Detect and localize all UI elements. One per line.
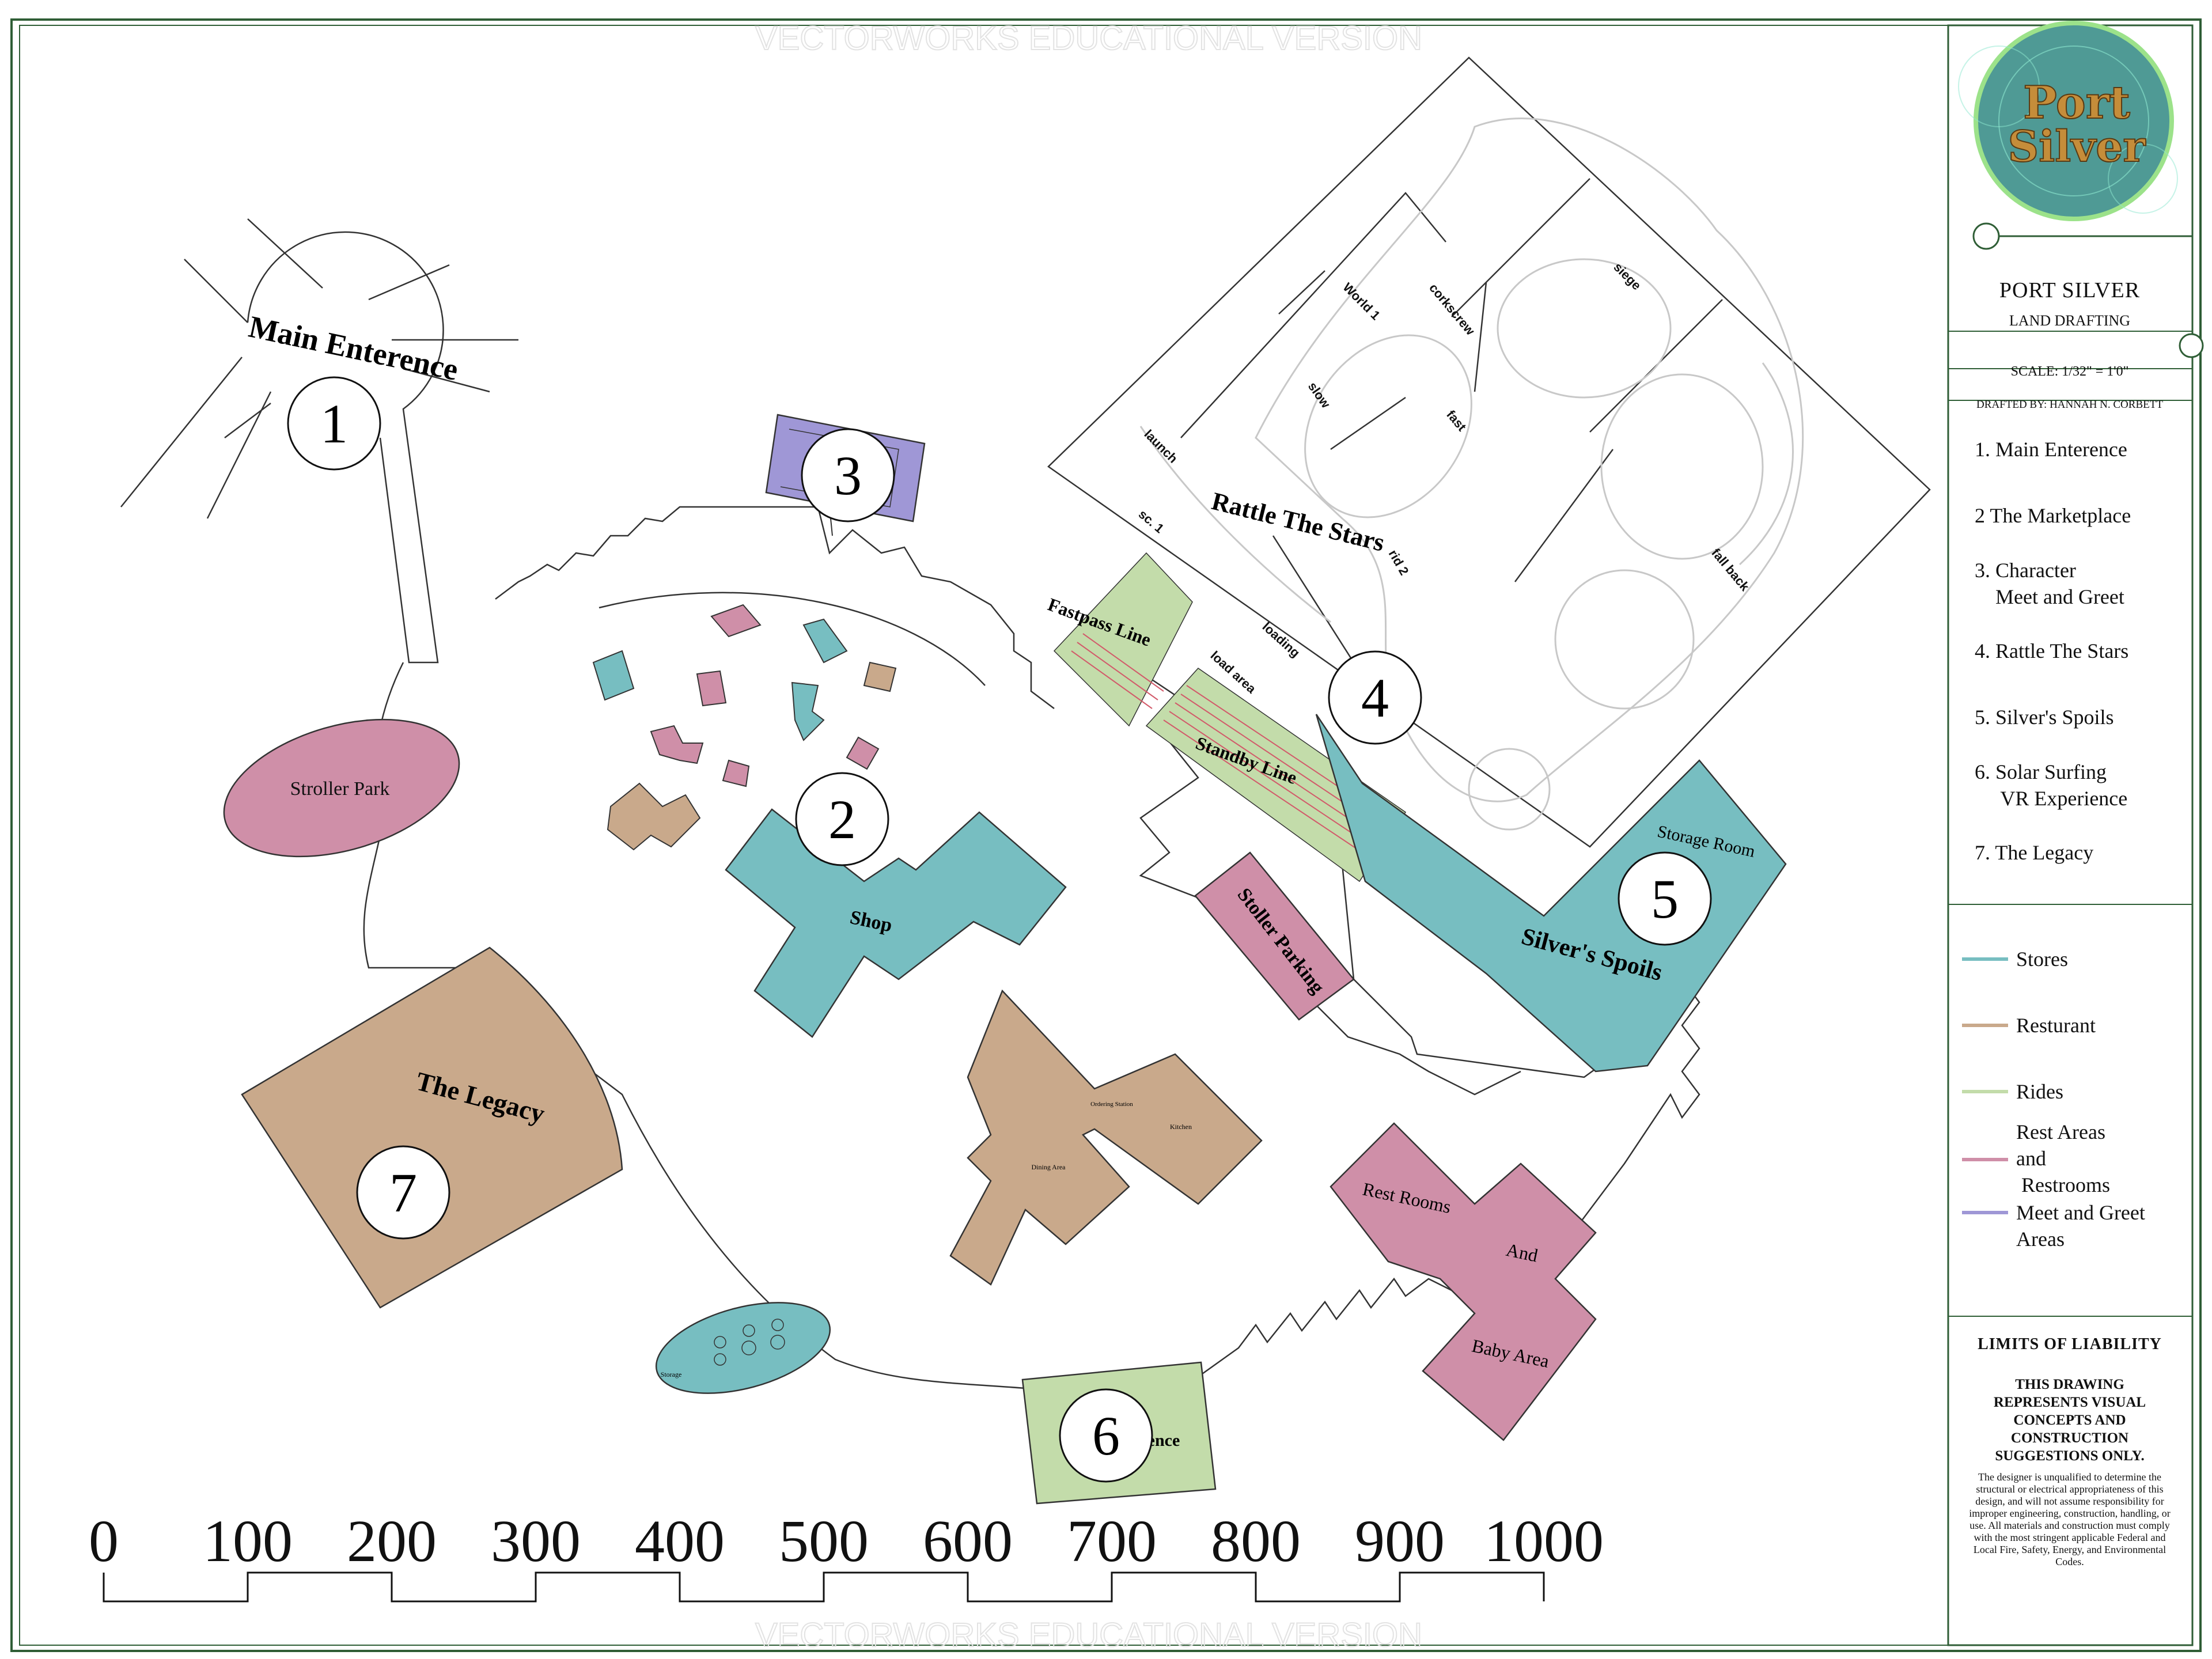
liability-title: LIMITS OF LIABILITY bbox=[1978, 1335, 2162, 1353]
label-siege: siege bbox=[1611, 260, 1643, 293]
key-item-5: 5. Silver's Spoils bbox=[1975, 706, 2114, 729]
scale-bar: 0 100 200 300 400 500 600 700 800 900 1000 bbox=[89, 1508, 1604, 1603]
scale-label-200: 200 bbox=[347, 1508, 437, 1574]
drafted-by: DRAFTED BY: HANNAH N. CORBETT bbox=[1976, 399, 2163, 411]
number-markers: 1 2 3 4 5 6 7 bbox=[287, 376, 1712, 1483]
legend-swatch bbox=[1962, 957, 2008, 961]
key-item-3: 3. Character Meet and Greet bbox=[1975, 559, 2124, 608]
key-item-2: 2 The Marketplace bbox=[1975, 504, 2131, 527]
oval-store bbox=[655, 1302, 831, 1394]
stroller-park-area bbox=[223, 718, 460, 858]
project-subtitle: LAND DRAFTING bbox=[2009, 312, 2131, 329]
legend-swatch bbox=[1962, 1158, 2008, 1161]
market-arc bbox=[599, 592, 986, 686]
label-launch: launch bbox=[1141, 427, 1180, 466]
the-legacy-building bbox=[241, 946, 623, 1309]
legend-swatch bbox=[1962, 1024, 2008, 1027]
scale-label-900: 900 bbox=[1355, 1508, 1445, 1574]
legend-label: Resturant bbox=[2016, 1014, 2096, 1037]
legend-label: Rest Areas and Restrooms bbox=[2016, 1120, 2111, 1196]
port-silver-logo: Port Silver bbox=[1948, 21, 2204, 1317]
legend-swatch bbox=[1962, 1090, 2008, 1093]
marker-2: 2 bbox=[828, 789, 856, 850]
logo-text-port: Port bbox=[2023, 77, 2130, 129]
restaurant-building bbox=[949, 989, 1263, 1286]
marker-6-circle bbox=[1059, 1388, 1153, 1483]
marker-4: 4 bbox=[1361, 667, 1389, 729]
scale-label-0: 0 bbox=[89, 1508, 119, 1574]
title-block: PORT SILVER LAND DRAFTING SCALE: 1/32" =… bbox=[1952, 24, 2188, 1637]
scale-label-500: 500 bbox=[779, 1508, 869, 1574]
rattle-the-stars-label: Rattle The Stars bbox=[1209, 487, 1388, 557]
dining-area-label: Dining Area bbox=[1032, 1163, 1066, 1171]
marker-5-circle bbox=[1618, 851, 1712, 946]
marker-7: 7 bbox=[389, 1162, 417, 1224]
scale-label-600: 600 bbox=[923, 1508, 1013, 1574]
scale-label-300: 300 bbox=[491, 1508, 581, 1574]
label-fall-back: fall back bbox=[1709, 546, 1752, 594]
restrooms-building bbox=[1330, 1122, 1597, 1441]
ordering-station-label: Ordering Station bbox=[1090, 1101, 1133, 1108]
silvers-spoils-building bbox=[1315, 714, 1787, 1073]
legend-swatch bbox=[1962, 1211, 2008, 1214]
ride-building bbox=[1047, 56, 1931, 848]
oval-store-details bbox=[714, 1319, 785, 1366]
stoller-parking-area bbox=[1194, 851, 1355, 1021]
marker-3-circle bbox=[801, 428, 895, 522]
shop-building bbox=[725, 808, 1067, 1038]
marker-4-circle bbox=[1328, 650, 1422, 745]
stroller-park-label: Stroller Park bbox=[290, 778, 390, 800]
key-item-1: 1. Main Enterence bbox=[1975, 438, 2127, 461]
legend-label: Rides bbox=[2016, 1080, 2064, 1103]
marker-1-circle bbox=[287, 376, 381, 471]
label-fast: fast bbox=[1444, 407, 1469, 434]
marker-3: 3 bbox=[834, 445, 862, 506]
liability-statement: THIS DRAWING REPRESENTS VISUAL CONCEPTS … bbox=[1993, 1377, 2146, 1464]
scale-label-100: 100 bbox=[203, 1508, 293, 1574]
marker-1: 1 bbox=[320, 393, 348, 454]
scale-label-700: 700 bbox=[1067, 1508, 1157, 1574]
key-item-4: 4. Rattle The Stars bbox=[1975, 639, 2129, 662]
legend-label: Meet and Greet Areas bbox=[2016, 1201, 2145, 1251]
legend-label: Stores bbox=[2016, 948, 2068, 971]
marker-6: 6 bbox=[1092, 1405, 1120, 1467]
watermark-top: VECTORWORKS EDUCATIONAL VERSION bbox=[755, 20, 1422, 57]
label-slow: slow bbox=[1305, 380, 1334, 411]
logo-text-silver: Silver bbox=[2008, 122, 2146, 172]
storage-label: Storage bbox=[661, 1370, 682, 1378]
standby-line-area bbox=[1145, 668, 1407, 882]
kitchen-label: Kitchen bbox=[1170, 1123, 1192, 1131]
scale-label-1000: 1000 bbox=[1484, 1508, 1604, 1574]
ride-text-labels: launch sc. 1 loading load area World 1 c… bbox=[1136, 260, 1753, 696]
marker-5: 5 bbox=[1651, 868, 1679, 930]
label-world1: World 1 bbox=[1340, 280, 1382, 323]
fastpass-line-area bbox=[1053, 552, 1193, 727]
path-inner-top bbox=[495, 506, 1055, 709]
key-item-6: 6. Solar Surfing VR Experience bbox=[1975, 760, 2128, 810]
scale-label-800: 800 bbox=[1211, 1508, 1301, 1574]
key-item-7: 7. The Legacy bbox=[1975, 841, 2094, 864]
drawing-scale: SCALE: 1/32" = 1'0" bbox=[2010, 364, 2129, 379]
main-entrance bbox=[120, 218, 518, 664]
liability-disclaimer: The designer is unqualified to determine… bbox=[1969, 1471, 2171, 1567]
main-entrance-label: Main Enterence bbox=[246, 309, 461, 387]
label-corkscrew: corkscrew bbox=[1426, 281, 1478, 338]
marker-7-circle bbox=[356, 1145, 450, 1240]
sheet-border bbox=[10, 18, 2202, 1652]
marker-2-circle bbox=[795, 772, 889, 866]
coaster-track bbox=[1139, 118, 1804, 831]
watermark-bottom: VECTORWORKS EDUCATIONAL VERSION bbox=[755, 1616, 1422, 1654]
project-title: PORT SILVER bbox=[1999, 278, 2141, 302]
scale-label-400: 400 bbox=[635, 1508, 725, 1574]
label-rid2: rid 2 bbox=[1386, 547, 1412, 578]
market-kiosks bbox=[592, 604, 897, 851]
